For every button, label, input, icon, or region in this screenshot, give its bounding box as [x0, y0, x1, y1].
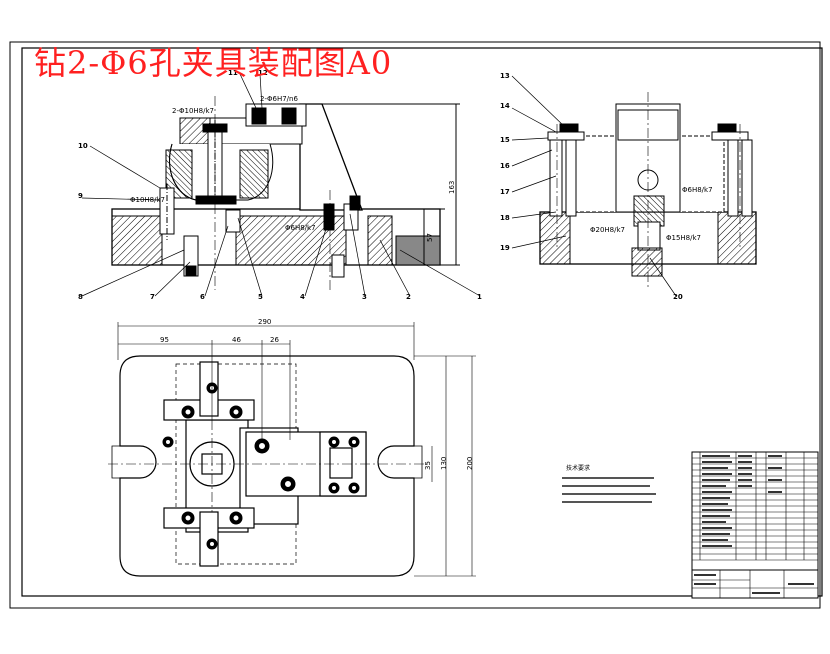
dimension-label: 46	[232, 336, 241, 344]
callout-number: 18	[500, 214, 510, 222]
fit-label: 2-Φ10H8/k7	[172, 107, 214, 115]
fit-label: Φ6H8/k7	[682, 186, 713, 194]
callout-number: 11	[228, 69, 238, 77]
callout-number: 19	[500, 244, 510, 252]
front-view-callout-numbers: 11 12 10 9 8 7 6 5 4 3 2 1	[78, 69, 482, 301]
dimension-label: 35	[424, 461, 432, 470]
callout-number: 1	[477, 293, 482, 301]
fit-label: Φ20H8/k7	[590, 226, 625, 234]
fit-label: Φ15H8/k7	[666, 234, 701, 242]
dimension-label: 200	[466, 457, 474, 470]
callout-number: 10	[78, 142, 88, 150]
fit-label: Φ6H8/k7	[285, 224, 316, 232]
drawing-title: 钻2-Φ6孔夹具装配图A0	[34, 44, 393, 82]
front-view-callouts	[81, 73, 481, 297]
notes-title: 技术要求	[566, 464, 590, 472]
top-view-dimensions	[117, 322, 476, 577]
dimension-label: 290	[258, 318, 271, 326]
dimension-label: 57	[426, 233, 434, 242]
technical-notes: 技术要求	[562, 464, 656, 503]
inner-border	[21, 47, 823, 597]
top-view-dimension-labels: 290 95 46 26 35 130 200	[160, 318, 474, 470]
callout-number: 15	[500, 136, 510, 144]
top-view	[108, 355, 428, 577]
callout-number: 7	[150, 293, 155, 301]
side-view	[539, 92, 757, 290]
callout-number: 13	[500, 72, 510, 80]
callout-number: 12	[258, 69, 268, 77]
callout-number: 16	[500, 162, 510, 170]
side-view-callouts	[511, 75, 677, 297]
callout-number: 8	[78, 293, 83, 301]
callout-number: 2	[406, 293, 411, 301]
callout-number: 4	[300, 293, 305, 301]
parts-list-text	[694, 455, 814, 594]
dimension-label: 130	[440, 457, 448, 470]
front-view	[111, 96, 460, 290]
side-view-labels: Φ6H8/k7 Φ20H8/k7 Φ15H8/k7	[590, 186, 713, 242]
callout-number: 5	[258, 293, 263, 301]
fit-label: 2-Φ6H7/n6	[260, 95, 298, 103]
dimension-label: 26	[270, 336, 279, 344]
callout-number: 3	[362, 293, 367, 301]
dimension-label: 163	[448, 181, 456, 194]
dimension-label: 95	[160, 336, 169, 344]
callout-number: 20	[673, 293, 683, 301]
callout-number: 9	[78, 192, 83, 200]
top-view-fasteners	[162, 382, 360, 550]
side-view-callout-numbers: 13 14 15 16 17 18 19 20	[500, 72, 683, 301]
callout-number: 17	[500, 188, 510, 196]
outer-border	[9, 41, 821, 609]
callout-number: 6	[200, 293, 205, 301]
callout-number: 14	[500, 102, 510, 110]
